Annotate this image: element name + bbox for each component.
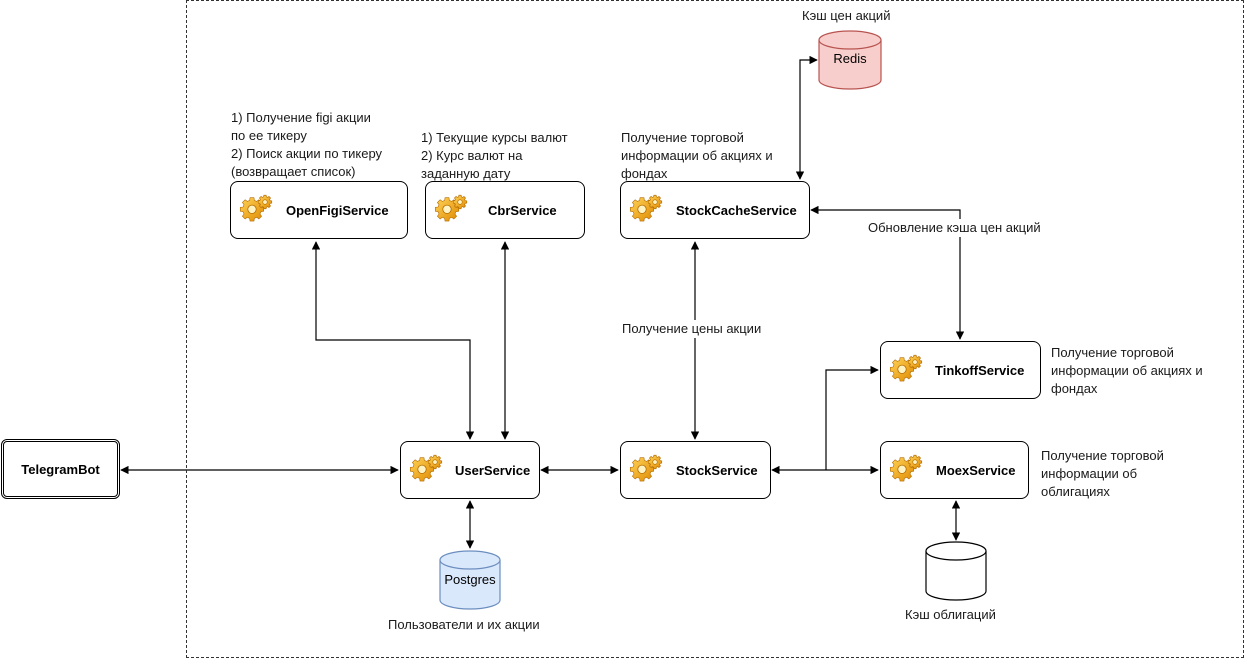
user-service-label: UserService	[455, 462, 531, 478]
stockcache-service-box[interactable]: StockCacheService	[620, 181, 810, 239]
gear-icon	[434, 194, 468, 222]
tinkoff-service-label: TinkoffService	[935, 362, 1025, 378]
cbr-service-label: CbrService	[488, 202, 557, 218]
postgres-caption: Пользователи и их акции	[388, 617, 540, 632]
tinkoff-service-box[interactable]: TinkoffService	[880, 341, 1041, 399]
redis-db	[818, 30, 882, 90]
gear-icon	[409, 454, 443, 482]
gear-icon	[889, 354, 923, 382]
bond-cache-caption: Кэш облигаций	[905, 607, 996, 622]
bond-cache-db	[925, 541, 987, 601]
system-boundary	[186, 0, 1244, 658]
openfigi-service-box[interactable]: OpenFigiService	[230, 181, 408, 239]
stock-service-box[interactable]: StockService	[620, 441, 771, 499]
gear-icon	[889, 454, 923, 482]
gear-icon	[629, 454, 663, 482]
cbr-description: 1) Текущие курсы валют 2) Курс валют на …	[421, 130, 568, 181]
gear-icon	[239, 194, 273, 222]
telegram-bot-label: TelegramBot	[21, 461, 100, 477]
openfigi-service-label: OpenFigiService	[286, 202, 389, 218]
edge-user-openfigi	[311, 241, 475, 440]
cache-update-label: Обновление кэша цен акций	[867, 219, 1042, 237]
edge-stock-tinkoff	[825, 365, 879, 470]
postgres-db	[439, 550, 501, 610]
moex-service-box[interactable]: MoexService	[880, 441, 1029, 499]
postgres-label: Postgres	[444, 572, 496, 587]
redis-label: Redis	[833, 51, 867, 66]
gear-icon	[629, 194, 663, 222]
redis-caption: Кэш цен акций	[802, 8, 891, 23]
moex-service-label: MoexService	[936, 462, 1016, 478]
stock-service-label: StockService	[676, 462, 758, 478]
moex-description: Получение торговой информации об облигац…	[1041, 448, 1164, 499]
edge-stockcache-tinkoff	[810, 205, 965, 340]
cbr-service-box[interactable]: CbrService	[425, 181, 585, 239]
price-get-label: Получение цены акции	[621, 320, 763, 338]
tinkoff-description: Получение торговой информации об акциях …	[1051, 345, 1203, 396]
user-service-box[interactable]: UserService	[400, 441, 540, 499]
telegram-bot-box[interactable]: TelegramBot	[1, 439, 120, 499]
edge-stockcache-redis	[795, 55, 818, 180]
stockcache-service-label: StockCacheService	[676, 202, 797, 218]
stockcache-description: Получение торговой информации об акциях …	[621, 130, 773, 181]
openfigi-description: 1) Получение figi акции по ее тикеру 2) …	[231, 110, 383, 179]
